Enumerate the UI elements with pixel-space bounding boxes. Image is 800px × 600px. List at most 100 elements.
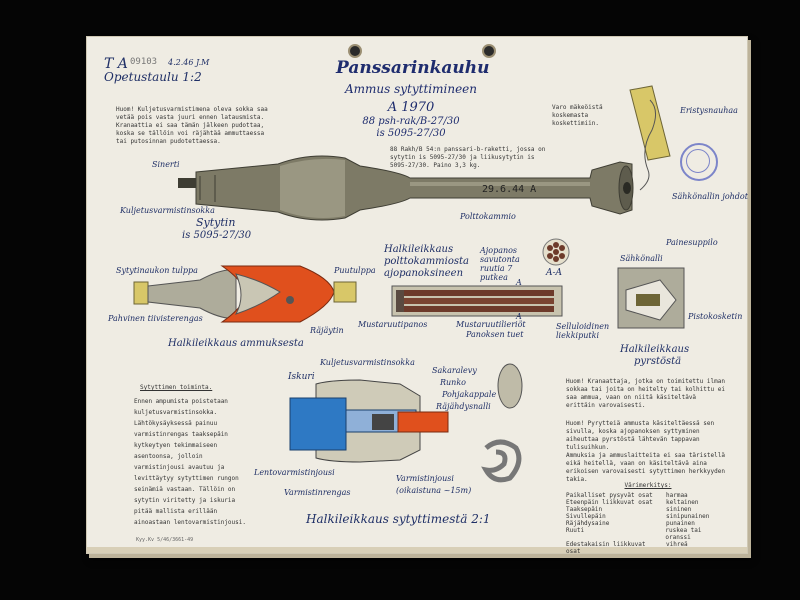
label-halk-sytytin: Halkileikkaus sytyttimestä 2:1 bbox=[306, 512, 491, 526]
label-kuljetus-2: Kuljetusvarmistinsokka bbox=[320, 358, 415, 367]
board-number: 09103 bbox=[130, 57, 158, 67]
grain-2 bbox=[553, 256, 559, 262]
label-kuljetus: Kuljetusvarmistinsokka bbox=[120, 206, 215, 215]
label-lentovarm: Lentovarmistinjousi bbox=[254, 468, 335, 477]
legend-part: Paikalliset pysyvät osat bbox=[566, 492, 653, 499]
board-code: T A bbox=[104, 56, 128, 72]
grain-4 bbox=[559, 245, 565, 251]
legend-row: Eteenpäin liikkuvat osat keltainen bbox=[566, 499, 730, 506]
tube-highlight bbox=[410, 182, 590, 186]
label-sinerti: Sinerti bbox=[152, 160, 180, 169]
punch-hole-left bbox=[348, 44, 362, 58]
label-varmistinrengas: Varmistinrengas bbox=[284, 488, 351, 497]
legend-row: Ruuti ruskea tai oranssi bbox=[566, 527, 730, 541]
label-halk-pyrsto-2: pyrstöstä bbox=[634, 356, 682, 367]
label-iskuri: Iskuri bbox=[288, 372, 315, 382]
color-legend: Värimerkitys: Paikalliset pysyvät osat ha… bbox=[566, 482, 730, 555]
designation-1: 88 psh-rak/B-27/30 bbox=[362, 116, 460, 127]
legend-row: Edestakaisin liikkuvat osat vihreä bbox=[566, 541, 730, 555]
grain-1 bbox=[553, 242, 559, 248]
label-kosketin: Pistokosketin bbox=[688, 312, 743, 321]
label-polttokammio: Polttokammio bbox=[460, 212, 516, 221]
label-aa: A-A bbox=[546, 268, 563, 278]
legend-color: keltainen bbox=[666, 499, 699, 506]
designation-2: is 5095-27/30 bbox=[376, 128, 446, 139]
label-sytytin: Sytytin bbox=[196, 216, 236, 229]
legend-row: Taaksepäin sininen bbox=[566, 506, 730, 513]
legend-color: sinipunainen bbox=[666, 513, 710, 520]
powder-tube-3 bbox=[404, 306, 554, 312]
note-top-left: Huom! Kuljetusvarmistimena oleva sokka s… bbox=[116, 106, 268, 145]
note-bottom-right-1: Huom! Kranaattaja, jotka on toimitettu i… bbox=[566, 378, 725, 409]
powder-tube-2 bbox=[404, 298, 554, 304]
legend-part: Ruuti bbox=[566, 527, 585, 534]
label-rajaydysnalli: Räjähdysnalli bbox=[436, 402, 491, 411]
electric-primer bbox=[636, 294, 660, 306]
label-sahkonallin: Sähkönallin johdot bbox=[672, 192, 748, 201]
rocket-main-view bbox=[178, 85, 671, 221]
official-stamp bbox=[680, 143, 718, 181]
label-mustaruutiliet: Mustaruutilieriöt bbox=[456, 320, 526, 329]
label-halk-poltto-1: Halkileikkaus bbox=[384, 244, 454, 255]
star-plate bbox=[497, 363, 523, 409]
label-a-top: A bbox=[516, 278, 522, 287]
label-halk-pyrsto-1: Halkileikkaus bbox=[620, 344, 690, 355]
legend-part: Eteenpäin liikkuvat osat bbox=[566, 499, 653, 506]
fuze-plug bbox=[133, 281, 149, 305]
fuze-tip bbox=[178, 178, 196, 188]
legend-part: Edestakaisin liikkuvat osat bbox=[566, 541, 646, 555]
label-sahkonalli: Sähkönalli bbox=[620, 254, 663, 263]
label-date-mark: 29.6.44 A bbox=[482, 184, 537, 195]
note-bottom-right-3: Ammuksia ja ammuslaitteita ei saa tärist… bbox=[566, 452, 725, 483]
legend-row: Sivullepäin sinipunainen bbox=[566, 513, 730, 520]
label-sytytinaukon: Sytytinaukon tulppa bbox=[116, 266, 198, 275]
page-title: Panssarinkauhu bbox=[336, 58, 490, 78]
combustion-chamber-section bbox=[391, 238, 570, 317]
label-oikaistuna: (oikaistuna ~15m) bbox=[396, 486, 472, 495]
rocket-body bbox=[195, 155, 633, 221]
legend-title: Värimerkitys: bbox=[624, 482, 672, 489]
legend-color: punainen bbox=[666, 520, 695, 527]
label-sakaralevy: Sakaralevy bbox=[432, 366, 477, 375]
label-painesuppilo: Painesuppilo bbox=[666, 238, 718, 247]
legend-color: ruskea tai oranssi bbox=[665, 527, 702, 541]
grain-3 bbox=[547, 245, 553, 251]
tail-cross-section bbox=[617, 267, 685, 329]
legend-color: harmaa bbox=[666, 492, 688, 499]
projectile-cross-section bbox=[133, 265, 357, 323]
label-a-bottom: A bbox=[516, 312, 522, 321]
label-ajopanos: Ajopanos savutonta ruutia 7 putkea bbox=[480, 246, 520, 282]
label-sytytin-is: is 5095-27/30 bbox=[182, 230, 252, 241]
grain-6 bbox=[559, 253, 565, 259]
label-halk-poltto-3: ajopanoksineen bbox=[384, 268, 464, 279]
label-runko: Runko bbox=[440, 378, 466, 387]
official-stamp-inner bbox=[686, 149, 710, 173]
label-ruutulppa: Puutulppa bbox=[334, 266, 376, 275]
detonator bbox=[286, 296, 294, 304]
insulating-tape bbox=[629, 85, 671, 161]
warhead-cone bbox=[147, 269, 237, 319]
legend-color: sininen bbox=[666, 506, 692, 513]
note-top-center: 88 Rakh/B 54:n panssari-b-raketti, jossa… bbox=[390, 146, 546, 169]
label-rajaytin: Räjäytin bbox=[310, 326, 344, 335]
note-bottom-right-2: Huom! Pyrytteiä ammusta käsiteltäessä se… bbox=[566, 420, 715, 451]
legend-part: Sivullepäin bbox=[566, 513, 606, 520]
label-selluloidi: Selluloidinen liekkiputki bbox=[556, 322, 610, 340]
function-text: Ennen ampumista poistetaan kuljetusvarmi… bbox=[134, 398, 246, 526]
striker-pin bbox=[372, 414, 394, 430]
black-powder-charge bbox=[396, 290, 404, 312]
label-varmistinjousi: Varmistinjousi bbox=[396, 474, 454, 483]
board-date: 4.2.46 J.M bbox=[168, 58, 210, 67]
label-mustaruuti: Mustaruutipanos bbox=[358, 320, 428, 329]
label-pohjakappale: Pohjakappale bbox=[442, 390, 497, 399]
footer-print-code: Kyy.Kv 5/46/3661-49 bbox=[136, 537, 194, 543]
shaped-liner bbox=[234, 273, 281, 315]
punch-hole-right bbox=[482, 44, 496, 58]
label-halk-ammus: Halkileikkaus ammuksesta bbox=[168, 338, 304, 349]
legend-part: Taaksepäin bbox=[566, 506, 603, 513]
legend-color: vihreä bbox=[666, 541, 688, 548]
warhead-highlight bbox=[280, 158, 345, 218]
grain-5 bbox=[547, 253, 553, 259]
